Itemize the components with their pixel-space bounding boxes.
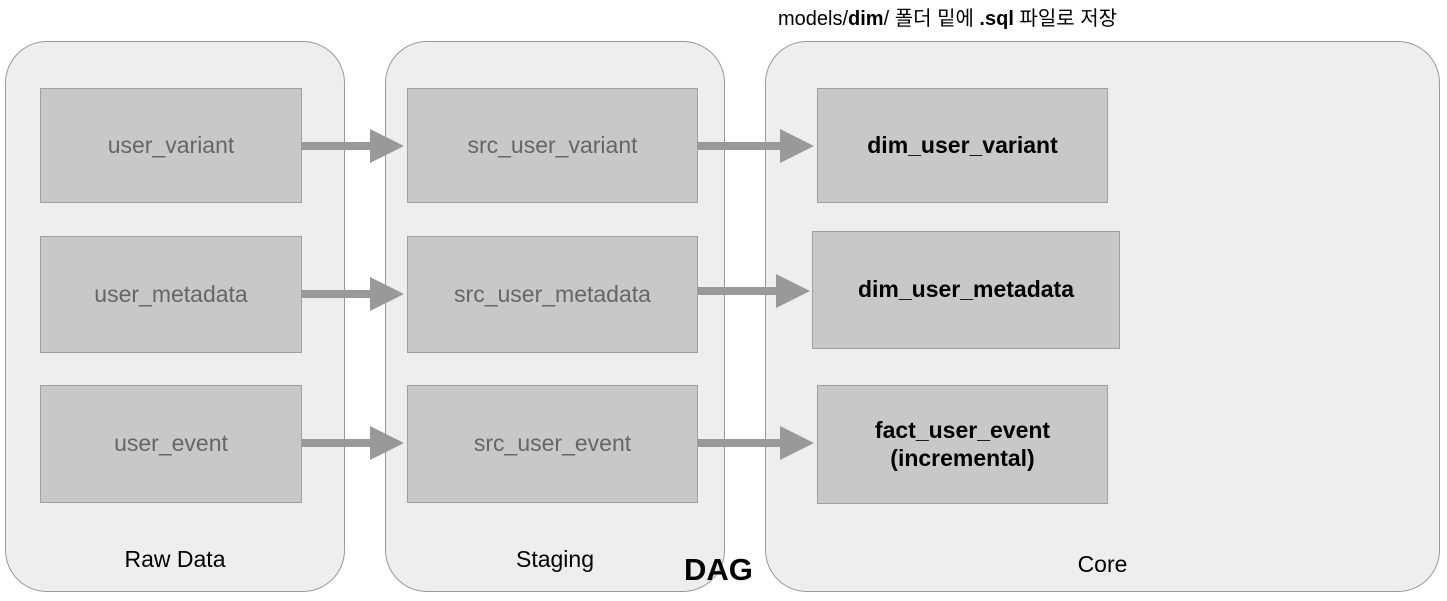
group-label-staging: Staging (385, 546, 725, 573)
caption-prefix: models/ (778, 8, 849, 30)
dag-label-text: DAG (684, 552, 753, 587)
caption-bold-dim: dim (848, 8, 884, 30)
node-label: user_variant (107, 131, 235, 158)
caption-mid: / 폴더 밑에 (883, 8, 980, 30)
node-label: dim_user_metadata (857, 276, 1075, 303)
node-label: user_metadata (94, 280, 248, 307)
node-user-event[interactable]: user_event (40, 385, 302, 503)
node-label: user_event (114, 430, 228, 457)
node-label: fact_user_event (874, 416, 1051, 443)
node-user-metadata[interactable]: user_metadata (40, 236, 302, 353)
node-dim-user-variant[interactable]: dim_user_variant (817, 88, 1108, 203)
group-label-text: Core (1077, 551, 1128, 577)
group-label-raw-data: Raw Data (5, 546, 345, 573)
node-user-variant[interactable]: user_variant (40, 88, 302, 203)
node-label: src_user_variant (467, 131, 638, 158)
group-label-core: Core (765, 551, 1440, 578)
caption-text: models/dim/ 폴더 밑에 .sql 파일로 저장 (778, 2, 1117, 31)
group-label-text: Raw Data (124, 546, 226, 572)
node-sublabel: (incremental) (890, 444, 1035, 471)
node-label: src_user_event (473, 430, 632, 457)
group-label-text: Staging (515, 546, 594, 572)
node-label: dim_user_variant (867, 131, 1058, 158)
node-dim-user-metadata[interactable]: dim_user_metadata (812, 231, 1120, 349)
node-src-user-metadata[interactable]: src_user_metadata (407, 236, 698, 353)
node-src-user-variant[interactable]: src_user_variant (407, 88, 698, 203)
node-fact-user-event[interactable]: fact_user_event (incremental) (817, 385, 1108, 504)
dag-label: DAG (684, 552, 753, 588)
caption-bold-sql: .sql (979, 8, 1014, 30)
node-src-user-event[interactable]: src_user_event (407, 385, 698, 503)
caption-suffix: 파일로 저장 (1013, 8, 1117, 30)
node-label: src_user_metadata (454, 280, 651, 307)
